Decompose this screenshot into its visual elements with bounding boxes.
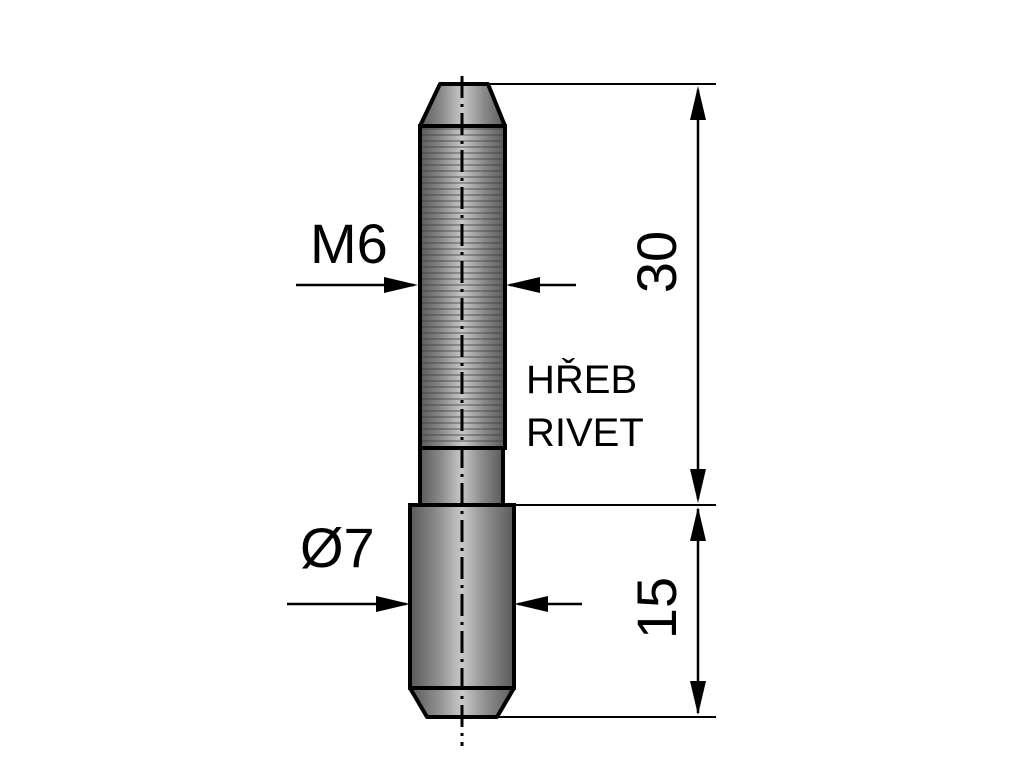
part-name-cs: HŘEB [526,357,637,402]
dimension-15 [690,507,706,715]
shank-diameter-label: Ø7 [300,516,375,579]
length-shank-label: 15 [625,577,688,639]
arrow-down [690,681,706,715]
arrow-up [690,86,706,120]
dimension-m6-arrows [296,277,576,293]
thread-size-label: M6 [310,212,388,275]
length-total-label: 30 [625,231,688,293]
arrow-up [690,507,706,541]
dimension-30 [690,86,706,503]
extension-lines [490,83,716,718]
arrow-down [690,469,706,503]
part-name-en: RIVET [526,411,644,455]
dimension-d7-arrows [287,596,582,612]
thread-lines [422,128,503,446]
